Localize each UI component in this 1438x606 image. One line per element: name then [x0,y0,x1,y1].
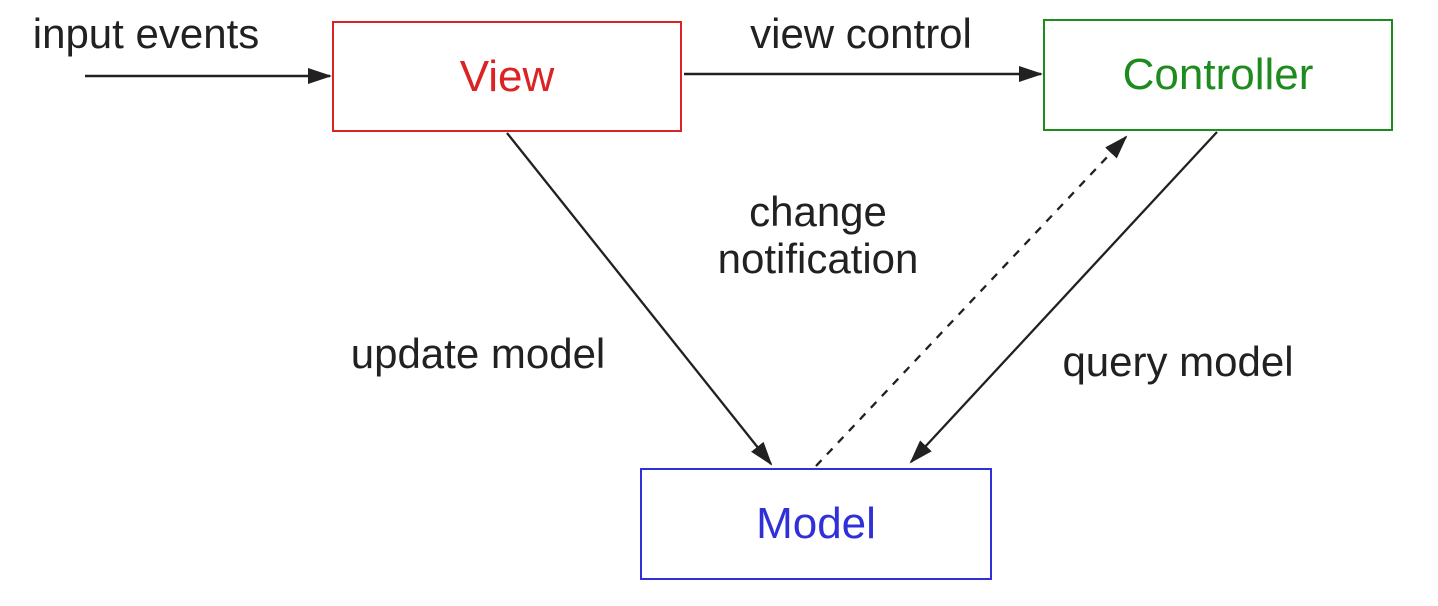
view-node-label: View [459,51,555,101]
change-notification-label-line1: change [749,188,887,235]
input-events-label: input events [32,10,260,57]
model-node-label: Model [756,499,876,548]
change-notification-dashed-arrow [815,135,1128,467]
controller-node-label: Controller [1122,50,1314,99]
view-control-label: view control [750,10,972,57]
view-node: View [332,21,682,132]
change-notification-label: change notification [718,188,919,282]
update-model-label: update model [350,330,606,377]
query-model-label: query model [1062,338,1294,385]
model-node: Model [640,468,992,580]
controller-node: Controller [1043,19,1393,131]
change-notification-label-line2: notification [717,235,919,282]
update-model-arrow [506,132,773,466]
query-model-arrow [909,131,1218,464]
